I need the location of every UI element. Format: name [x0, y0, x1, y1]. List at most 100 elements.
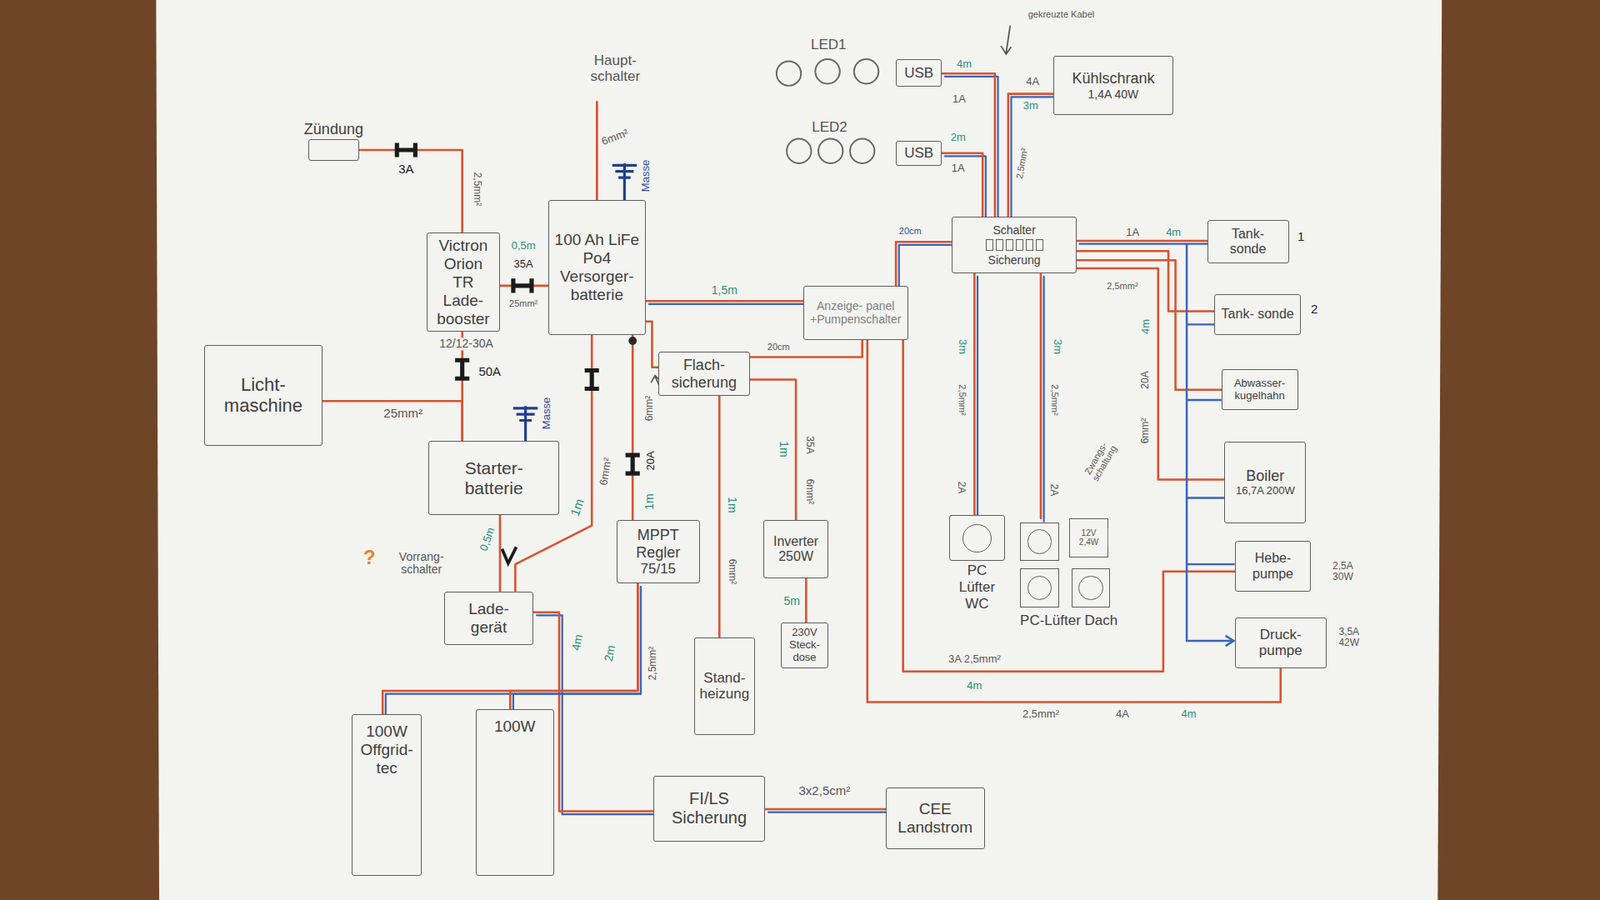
wire-annotation: 20A — [645, 450, 657, 473]
component-box: Licht- maschine — [204, 345, 323, 446]
switch-symbol — [1035, 239, 1044, 251]
wire-annotation: 6mm² — [644, 393, 655, 423]
wire — [976, 276, 979, 519]
component-box: 100W — [475, 709, 555, 876]
led-symbol — [818, 139, 843, 164]
wire-annotation: 6mm² — [803, 477, 815, 507]
wire — [1040, 273, 1043, 519]
wire — [1043, 276, 1045, 522]
wire-annotation: Vorrang- schalter — [379, 550, 465, 577]
component-box: Anzeige- panel +Pumpenschalter — [803, 285, 909, 340]
fan-box — [1020, 568, 1060, 608]
component-box: 100 Ah LiFe Po4 Versorger- batterie — [548, 200, 647, 335]
fan-box — [1071, 568, 1111, 608]
wire-annotation: LED2 — [810, 120, 850, 136]
node-text: USB — [900, 65, 937, 82]
wire — [945, 76, 999, 220]
wire-annotation: 2,5mm² — [1050, 382, 1060, 417]
wire-connector — [645, 300, 806, 305]
wire-connector — [867, 340, 1281, 703]
wire-annotation: 35A — [803, 434, 815, 455]
switch-row — [985, 239, 1044, 251]
wire — [1079, 243, 1210, 245]
junction-mark — [628, 336, 637, 345]
node-text: Licht- maschine — [209, 374, 318, 417]
wire-annotation: 2,5mm² — [957, 382, 968, 417]
fan-box — [1020, 522, 1060, 562]
node-text: Flach- sicherung — [663, 356, 745, 391]
node-text: Stand- heizung — [699, 670, 750, 703]
wire-annotation: Masse — [540, 395, 553, 431]
wire-annotation: 12V 2,4W — [1070, 528, 1109, 547]
wire-connector — [632, 335, 634, 521]
node-text: PC-Lüfter Dach — [1019, 612, 1118, 630]
component-box: USB — [895, 59, 942, 87]
wire — [973, 273, 976, 515]
wire — [631, 335, 635, 521]
node-text: 100W Offgrid- tec — [356, 722, 416, 778]
wire-annotation: 1m — [777, 439, 790, 459]
node-text: Boiler — [1229, 467, 1301, 485]
wire-annotation: LED1 — [809, 37, 849, 54]
wire-connector — [499, 515, 500, 592]
switch-symbol — [1015, 239, 1024, 251]
wire — [385, 586, 641, 718]
wire-connector — [941, 73, 998, 220]
wire-annotation: 4m — [1179, 708, 1198, 720]
wire — [322, 400, 463, 441]
node-text: MPPT Regler — [621, 526, 695, 561]
wire-annotation: 2,5mm² — [647, 645, 659, 683]
node-text: 16,7A 200W — [1229, 485, 1301, 498]
component-box: Starter- batterie — [428, 440, 560, 515]
wire-connector — [765, 809, 889, 813]
component-box: 100W Offgrid- tec — [351, 714, 421, 875]
wire-annotation: 3,5A 42W — [1326, 626, 1371, 649]
wire-annotation: 1A — [950, 93, 968, 105]
wire — [649, 303, 807, 305]
led-symbol — [854, 59, 879, 84]
fuse-symbol — [585, 370, 600, 389]
wire — [499, 515, 502, 592]
wire — [768, 811, 889, 814]
wire — [1008, 94, 1054, 217]
wire-annotation: 20cm — [897, 225, 924, 236]
wire — [359, 150, 463, 233]
main-switch-wire — [595, 101, 599, 200]
wire-connector — [974, 273, 978, 519]
wire-connector — [645, 321, 659, 368]
component-box: USB — [895, 140, 942, 166]
wire-annotation: 4m — [965, 680, 984, 692]
wire-annotation: 25mm² — [381, 406, 425, 421]
wire-annotation: 4A — [1024, 75, 1041, 88]
wire-connector — [382, 583, 641, 717]
wire-annotation: 1A — [1124, 226, 1141, 239]
wire-annotation: 6mm² — [1140, 415, 1152, 445]
wire-annotation: 2A — [955, 480, 967, 496]
node-text: USB — [900, 145, 937, 162]
wire — [941, 73, 995, 216]
wire-connector — [1040, 273, 1045, 522]
wire-annotation: 2,5A 30W — [1320, 560, 1365, 583]
fan-symbol — [1078, 575, 1103, 600]
component-box: Hebe- pumpe — [1235, 540, 1312, 592]
wire — [750, 340, 863, 358]
wire-annotation: 4m — [1164, 226, 1183, 239]
component-box: Victron Orion TR Lade- booster — [426, 232, 500, 332]
node-text: Lade- gerät — [449, 600, 530, 637]
switch-symbol — [985, 239, 994, 251]
wire-connector — [1076, 240, 1210, 245]
wire-annotation: 4A — [1114, 708, 1131, 720]
wire-annotation: 50A — [476, 364, 503, 379]
component-box: CEE Landstrom — [885, 787, 985, 849]
wire — [895, 241, 952, 286]
leader-arrow — [1000, 25, 1011, 55]
node-text: 75/15 — [621, 560, 695, 578]
fuse-symbol — [625, 455, 640, 474]
ground-symbol — [513, 405, 538, 441]
wire-annotation: 3m — [1021, 100, 1040, 112]
node-text: Sicherung — [956, 253, 1071, 267]
arrow-head — [1225, 635, 1235, 646]
priority-switch-symbol — [501, 546, 516, 564]
wire-connector — [1008, 94, 1057, 220]
